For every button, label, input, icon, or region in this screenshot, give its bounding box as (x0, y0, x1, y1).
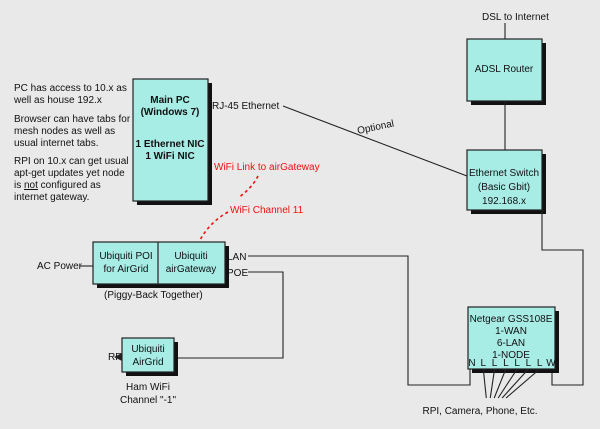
ac-power-label: AC Power (37, 261, 83, 272)
port-label: L (503, 358, 509, 369)
switch-label-subnet: 192.168.x (482, 196, 526, 207)
note-line: apt-get updates yet node (14, 168, 125, 179)
note-line: usual internet tabs. (14, 138, 99, 149)
note-line: Browser can have tabs for (14, 114, 131, 125)
port-label: L (481, 358, 487, 369)
device-fanout-line (482, 368, 487, 399)
netgear-model-label: Netgear GSS108E (470, 314, 553, 325)
airgrid-label-brand: Ubiquiti (131, 344, 164, 355)
main-pc-title: Main PC (150, 95, 189, 106)
adsl-router-box: ADSL Router (466, 38, 546, 105)
main-pc-box: Main PC (Windows 7) 1 Ethernet NIC 1 WiF… (132, 78, 212, 205)
main-pc-os: (Windows 7) (141, 107, 200, 118)
note-fragment: is (14, 180, 24, 191)
note-fragment: configured as (38, 180, 101, 191)
port-label: L (526, 358, 532, 369)
poi-label-brand: Ubiquiti POI (99, 251, 152, 262)
airgrid-label-model: AirGrid (132, 357, 163, 368)
wifi-link-upper (237, 175, 259, 199)
adsl-router-label: ADSL Router (475, 64, 534, 75)
note-line: mesh nodes as well as (14, 126, 115, 137)
port-label: W (546, 358, 556, 369)
devices-label: RPI, Camera, Phone, Etc. (422, 406, 537, 417)
switch-label-name: Ethernet Switch (469, 168, 539, 179)
ham-wifi-channel-label: Channel "-1" (120, 395, 176, 406)
switch-to-wan-wire (541, 210, 584, 386)
optional-label: Optional (356, 118, 395, 137)
main-pc-nic-ethernet: 1 Ethernet NIC (136, 139, 205, 150)
ethernet-switch-box: Ethernet Switch (Basic Gbit) 192.168.x (466, 149, 546, 214)
note-line: is not configured as (14, 180, 101, 191)
port-label: L (492, 358, 498, 369)
device-fanout-line (493, 368, 507, 399)
note-line: RPI on 10.x can get usual (14, 156, 129, 167)
poi-label-target: for AirGrid (103, 264, 148, 275)
airgateway-label-model: airGateway (166, 264, 217, 275)
poe-to-airgrid-wire (178, 271, 284, 359)
netgear-wan-count: 1-WAN (495, 326, 527, 337)
device-fanout-lines (482, 368, 541, 399)
device-fanout-line (497, 368, 518, 399)
wifi-link-label: WiFi Link to airGateway (214, 162, 320, 173)
ham-wifi-label: Ham WiFi (126, 382, 170, 393)
netgear-node-count: 1-NODE (492, 350, 530, 361)
port-label: L (514, 358, 520, 369)
lan-port-label: LAN (227, 252, 246, 263)
airgrid-box: Ubiquiti AirGrid (121, 337, 178, 376)
device-fanout-line (505, 368, 541, 399)
note-emphasis: not (24, 180, 38, 191)
poe-port-label: POE (227, 268, 248, 279)
wifi-link-lower (199, 211, 229, 241)
wifi-channel-label: WiFi Channel 11 (230, 205, 304, 216)
port-label: N (468, 358, 475, 369)
dsl-label: DSL to Internet (482, 12, 549, 23)
pc-notes: PC has access to 10.x as well as house 1… (13, 83, 131, 203)
port-label: L (537, 358, 543, 369)
device-fanout-line (501, 368, 529, 399)
rj45-label: RJ-45 Ethernet (212, 101, 279, 112)
airgateway-label-brand: Ubiquiti (174, 251, 207, 262)
switch-label-type: (Basic Gbit) (478, 182, 530, 193)
note-line: PC has access to 10.x as (14, 83, 127, 94)
note-line: well as house 192.x (13, 95, 102, 106)
note-line: internet gateway. (14, 192, 89, 203)
netgear-lan-count: 6-LAN (497, 338, 525, 349)
rj45-optional-wire (282, 105, 468, 177)
main-pc-nic-wifi: 1 WiFi NIC (145, 151, 194, 162)
poi-airgateway-box: Ubiquiti POI for AirGrid Ubiquiti airGat… (92, 241, 229, 288)
device-fanout-line (489, 368, 496, 399)
lan-to-node-wire (248, 255, 471, 386)
piggyback-label: (Piggy-Back Together) (104, 290, 203, 301)
